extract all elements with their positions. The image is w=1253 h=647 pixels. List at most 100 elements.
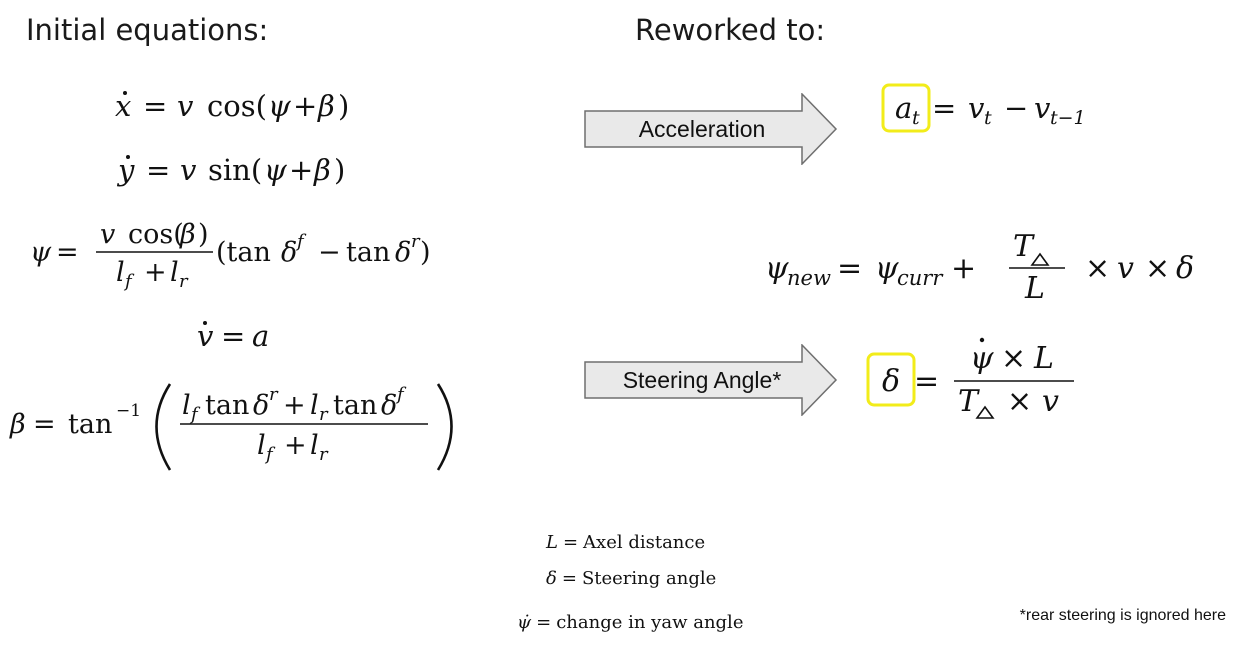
svg-text:cos(: cos( [207,89,267,123]
svg-text:=: = [33,409,56,440]
heading-initial-equations: Initial equations: [26,13,269,47]
svg-text:ψ: ψ [30,237,52,268]
svg-text:=: = [932,91,956,125]
svg-text:δ: δ [253,390,269,421]
svg-text:l: l [257,430,266,461]
equation-beta: β = tan −1 l f tan δ r + l r tan δ f l f… [9,376,460,476]
legend-yaw-change: ψ̇=change in yaw angle [517,612,744,633]
svg-text:v: v [1042,384,1059,419]
svg-text:ψ: ψ [970,341,994,376]
svg-text:T: T [1013,229,1035,264]
svg-text:δ: δ [882,364,900,399]
svg-text:δ: δ [395,237,411,268]
equation-x-dot: x = v cos( ψ + β ) [115,84,365,128]
svg-text:+: + [284,430,307,461]
svg-text:=: = [146,153,170,187]
svg-text:l: l [170,257,179,288]
svg-text:δ: δ [281,237,297,268]
svg-text:f: f [295,231,307,252]
legend-symbol: δ [546,568,557,589]
svg-text:v: v [100,219,115,250]
svg-text:δ: δ [1176,251,1194,286]
svg-text:tan: tan [333,390,377,421]
svg-text:): ) [198,219,209,250]
svg-text:=: = [143,89,167,123]
legend-meaning: Axel distance [583,532,706,553]
svg-text:=: = [221,319,245,353]
equation-delta: δ = ψ × L T × v [866,330,1086,422]
svg-text:v: v [197,319,214,353]
svg-text:f: f [123,271,135,292]
arrow-label-acceleration: Acceleration [638,115,766,142]
svg-text:r: r [319,404,329,425]
equation-psi: ψ = v cos( β ) l f + l r (tan δ f − tan … [30,213,440,292]
svg-text:−1: −1 [116,401,141,421]
svg-text:L: L [1024,271,1045,306]
svg-text:r: r [411,231,421,252]
svg-text:sin(: sin( [208,153,262,187]
svg-text:+: + [144,257,167,288]
legend-meaning: change in yaw angle [556,612,744,633]
svg-text:v: v [177,89,194,123]
svg-text:+: + [283,390,306,421]
highlight-box [881,83,931,133]
legend-meaning: Steering angle [581,568,717,589]
arrow-steering-angle: Steering Angle* [584,344,839,416]
legend-symbol: ψ̇ [517,612,532,633]
svg-text:×: × [1007,384,1032,419]
svg-text:cos(: cos( [128,219,184,250]
svg-text:f: f [395,384,407,405]
svg-text:): ) [334,153,345,187]
equation-v-dot: v = a [197,314,287,358]
svg-text:a: a [252,319,269,353]
svg-text:L: L [1033,341,1054,376]
svg-text:+: + [289,153,313,187]
equation-acceleration: a t = v t − v t−1 [881,83,1112,134]
legend-axel-distance: L=Axel distance [546,532,706,553]
svg-text:×: × [1085,251,1110,286]
svg-text:ψ: ψ [268,89,291,123]
svg-text:β: β [9,409,26,440]
svg-text:y: y [116,153,135,187]
svg-text:): ) [420,237,431,268]
svg-text:curr: curr [897,266,944,290]
svg-text:v: v [968,91,985,125]
svg-text:=: = [56,237,79,268]
svg-text:(tan: (tan [216,237,271,268]
svg-text:t: t [984,107,992,129]
svg-text:×: × [1001,341,1026,376]
svg-text:β: β [313,153,331,187]
svg-text:a: a [895,91,912,125]
arrow-right-icon [584,93,838,165]
arrow-label-steering-angle: Steering Angle* [622,366,782,393]
svg-text:): ) [338,89,349,123]
svg-text:=: = [837,251,862,286]
svg-text:ψ: ψ [875,251,899,286]
svg-text:tan: tan [205,390,249,421]
svg-text:r: r [269,384,279,405]
svg-text:l: l [182,390,191,421]
svg-text:ψ: ψ [264,153,287,187]
svg-text:v: v [180,153,197,187]
svg-text:t−1: t−1 [1050,107,1086,129]
svg-text:+: + [293,89,317,123]
svg-text:ψ: ψ [765,251,789,286]
svg-text:tan: tan [346,237,390,268]
svg-text:v: v [1034,91,1051,125]
svg-text:+: + [951,251,976,286]
svg-text:β: β [317,89,335,123]
svg-text:l: l [116,257,125,288]
svg-text:r: r [319,444,329,465]
svg-text:t: t [912,107,920,129]
legend-symbol: L [546,532,558,553]
svg-text:new: new [787,266,831,290]
svg-text:f: f [264,444,276,465]
svg-text:=: = [914,364,939,399]
heading-reworked: Reworked to: [635,13,826,47]
svg-text:l: l [310,390,319,421]
arrow-acceleration: Acceleration [584,93,839,165]
svg-text:×: × [1145,251,1170,286]
arrow-right-icon [584,344,838,416]
svg-text:v: v [1117,251,1134,286]
svg-text:−: − [318,237,341,268]
